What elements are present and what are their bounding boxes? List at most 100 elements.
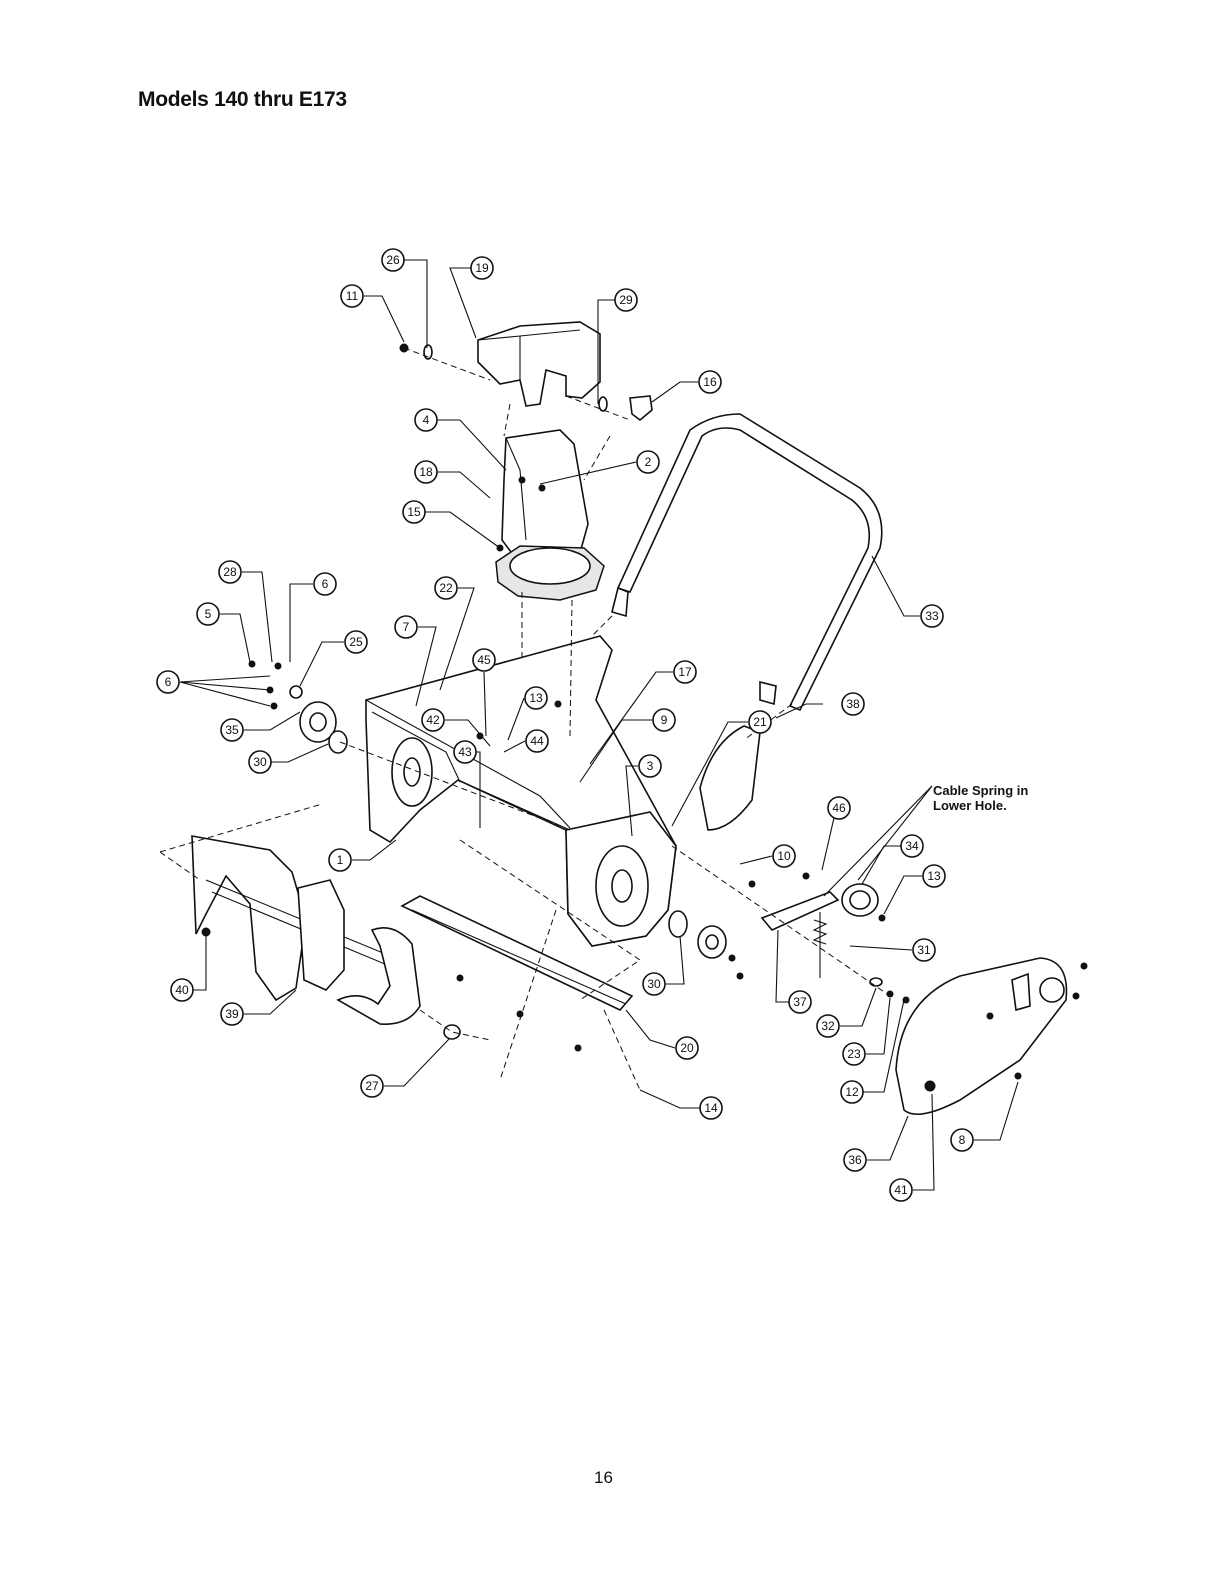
svg-text:27: 27: [365, 1079, 379, 1093]
callout-28: 28: [219, 561, 241, 583]
callout-29: 29: [615, 289, 637, 311]
svg-text:37: 37: [793, 995, 807, 1009]
belt-guard-plate: [700, 682, 776, 830]
callout-30: 30: [249, 751, 271, 773]
right-bearing: [669, 911, 743, 979]
chute-deflector: [478, 322, 600, 406]
callout-27: 27: [361, 1075, 383, 1097]
callout-43: 43: [454, 741, 476, 763]
svg-text:26: 26: [386, 253, 400, 267]
note-line-2: Lower Hole.: [933, 798, 1028, 813]
callout-4: 4: [415, 409, 437, 431]
svg-text:25: 25: [349, 635, 363, 649]
svg-text:13: 13: [927, 869, 941, 883]
callout-10: 10: [773, 845, 795, 867]
note-line-1: Cable Spring in: [933, 783, 1028, 798]
callout-25: 25: [345, 631, 367, 653]
callout-22: 22: [435, 577, 457, 599]
svg-text:43: 43: [458, 745, 472, 759]
callout-31: 31: [913, 939, 935, 961]
svg-text:41: 41: [894, 1183, 908, 1197]
callout-45: 45: [473, 649, 495, 671]
callout-40: 40: [171, 979, 193, 1001]
callout-11: 11: [341, 285, 363, 307]
discharge-chute: [496, 430, 604, 600]
callout-41: 41: [890, 1179, 912, 1201]
callout-16: 16: [699, 371, 721, 393]
svg-text:30: 30: [253, 755, 267, 769]
callout-23: 23: [843, 1043, 865, 1065]
belt-cover: [896, 958, 1087, 1114]
svg-text:30: 30: [647, 977, 661, 991]
svg-text:45: 45: [477, 653, 491, 667]
callout-44: 44: [526, 730, 548, 752]
svg-text:40: 40: [175, 983, 189, 997]
svg-text:28: 28: [223, 565, 237, 579]
svg-text:5: 5: [205, 607, 212, 621]
svg-text:7: 7: [403, 620, 410, 634]
svg-text:6: 6: [165, 675, 172, 689]
callout-32: 32: [817, 1015, 839, 1037]
svg-text:20: 20: [680, 1041, 694, 1055]
svg-text:3: 3: [647, 759, 654, 773]
callout-39: 39: [221, 1003, 243, 1025]
svg-text:8: 8: [959, 1133, 966, 1147]
svg-text:2: 2: [645, 455, 652, 469]
svg-text:11: 11: [346, 289, 359, 303]
callout-3: 3: [639, 755, 661, 777]
svg-text:42: 42: [426, 713, 440, 727]
svg-text:1: 1: [337, 853, 344, 867]
callout-18: 18: [415, 461, 437, 483]
callout-8: 8: [951, 1129, 973, 1151]
svg-text:22: 22: [439, 581, 453, 595]
callout-19: 19: [471, 257, 493, 279]
svg-text:18: 18: [419, 465, 433, 479]
svg-text:12: 12: [845, 1085, 859, 1099]
svg-text:6: 6: [322, 577, 329, 591]
svg-text:14: 14: [704, 1101, 718, 1115]
idler-assembly: [749, 873, 909, 1003]
callout-2: 2: [637, 451, 659, 473]
svg-text:10: 10: [777, 849, 791, 863]
callout-46: 46: [828, 797, 850, 819]
svg-text:23: 23: [847, 1047, 861, 1061]
callout-30-right: 30: [643, 973, 665, 995]
svg-text:4: 4: [423, 413, 430, 427]
callout-20: 20: [676, 1037, 698, 1059]
svg-text:38: 38: [846, 697, 860, 711]
svg-text:16: 16: [703, 375, 717, 389]
svg-text:21: 21: [753, 715, 767, 729]
callout-1: 1: [329, 849, 351, 871]
svg-text:9: 9: [661, 713, 668, 727]
svg-text:35: 35: [225, 723, 239, 737]
cable-spring-note: Cable Spring in Lower Hole.: [933, 783, 1028, 813]
callout-21: 21: [749, 711, 771, 733]
callout-33: 33: [921, 605, 943, 627]
callout-12: 12: [841, 1081, 863, 1103]
callout-42: 42: [422, 709, 444, 731]
svg-text:13: 13: [529, 691, 543, 705]
callout-5: 5: [197, 603, 219, 625]
svg-text:33: 33: [925, 609, 939, 623]
page-number: 16: [594, 1468, 613, 1488]
callout-9: 9: [653, 709, 675, 731]
callout-14: 14: [700, 1097, 722, 1119]
callout-36: 36: [844, 1149, 866, 1171]
svg-text:32: 32: [821, 1019, 835, 1033]
svg-text:31: 31: [917, 943, 931, 957]
callout-13-right: 13: [923, 865, 945, 887]
callout-17: 17: [674, 661, 696, 683]
svg-text:29: 29: [619, 293, 633, 307]
svg-text:15: 15: [407, 505, 421, 519]
left-bearing: [249, 661, 347, 753]
callout-6: 6: [314, 573, 336, 595]
callout-35: 35: [221, 719, 243, 741]
callout-15: 15: [403, 501, 425, 523]
svg-text:46: 46: [832, 801, 846, 815]
callout-37: 37: [789, 991, 811, 1013]
callout-34: 34: [901, 835, 923, 857]
svg-text:17: 17: [678, 665, 692, 679]
callout-7: 7: [395, 616, 417, 638]
callout-13: 13: [525, 687, 547, 709]
